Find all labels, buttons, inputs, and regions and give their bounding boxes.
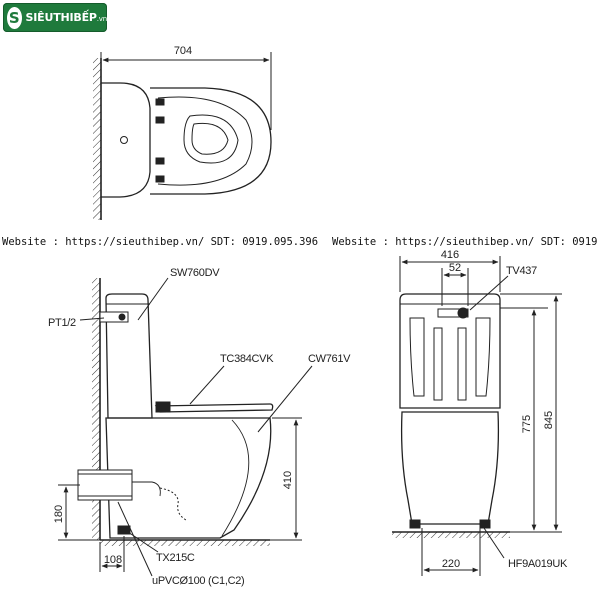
logo-text: SIÊUTHIBẾP.vn — [25, 11, 108, 24]
leader-valve — [469, 275, 509, 311]
wall-hatch-top — [93, 58, 101, 220]
hinge-3 — [155, 157, 165, 165]
bowl-outline-top — [150, 87, 272, 195]
tank-button-top — [120, 136, 128, 144]
watermark-left: Website : https://sieuthibep.vn/ SDT: 09… — [2, 236, 318, 248]
label-tank: SW760DV — [170, 267, 220, 279]
leader-seat — [189, 365, 225, 405]
label-trap: TX215C — [156, 552, 195, 564]
seat-outline-top — [157, 96, 253, 186]
label-base: HF9A019UK — [508, 558, 568, 570]
bowl-outline-side — [105, 417, 272, 539]
label-bowl: CW761V — [308, 353, 351, 365]
logo-mark-icon: S — [7, 6, 22, 29]
leader-drain — [117, 501, 153, 577]
label-inlet: PT1/2 — [48, 317, 76, 329]
dim-label-52: 52 — [449, 262, 461, 274]
wall-hatch-side — [92, 278, 100, 540]
leader-inlet — [79, 317, 105, 321]
dim-label-704: 704 — [174, 45, 192, 57]
tank-outline-side — [105, 293, 153, 419]
front-view — [392, 256, 562, 576]
floor-hatch-front — [392, 532, 510, 538]
dim-label-220: 220 — [442, 558, 460, 570]
leader-base — [483, 527, 505, 559]
dim-label-180: 180 — [53, 505, 65, 523]
hinge-2 — [155, 116, 165, 124]
dim-label-775: 775 — [521, 415, 533, 433]
tank-outline-front — [399, 293, 501, 409]
site-logo[interactable]: S SIÊUTHIBẾP.vn — [3, 3, 107, 32]
leader-bowl — [257, 365, 313, 433]
top-view — [93, 52, 272, 220]
label-seat: TC384CVK — [220, 353, 274, 365]
dim-label-108: 108 — [104, 554, 122, 566]
floor-hatch-side — [100, 540, 270, 546]
dim-label-416: 416 — [441, 249, 459, 261]
label-valve: TV437 — [506, 265, 537, 277]
watermark-right: Website : https://sieuthibep.vn/ SDT: 09… — [332, 236, 600, 248]
seat-outline-side — [154, 403, 274, 413]
hinge-4 — [155, 175, 165, 183]
leader-tank — [137, 277, 169, 321]
bowl-outline-front — [400, 411, 500, 525]
label-drain: uPVCØ100 (C1,C2) — [152, 575, 244, 587]
bowl-opening-top — [183, 114, 239, 164]
side-view — [58, 277, 313, 577]
tank-outline-top — [101, 82, 151, 198]
inlet-valve — [99, 311, 129, 323]
dim-label-410: 410 — [282, 471, 294, 489]
flex-hose — [159, 487, 187, 521]
trap-base — [117, 525, 131, 535]
dim-label-845: 845 — [543, 411, 555, 429]
hinge-1 — [155, 98, 165, 106]
